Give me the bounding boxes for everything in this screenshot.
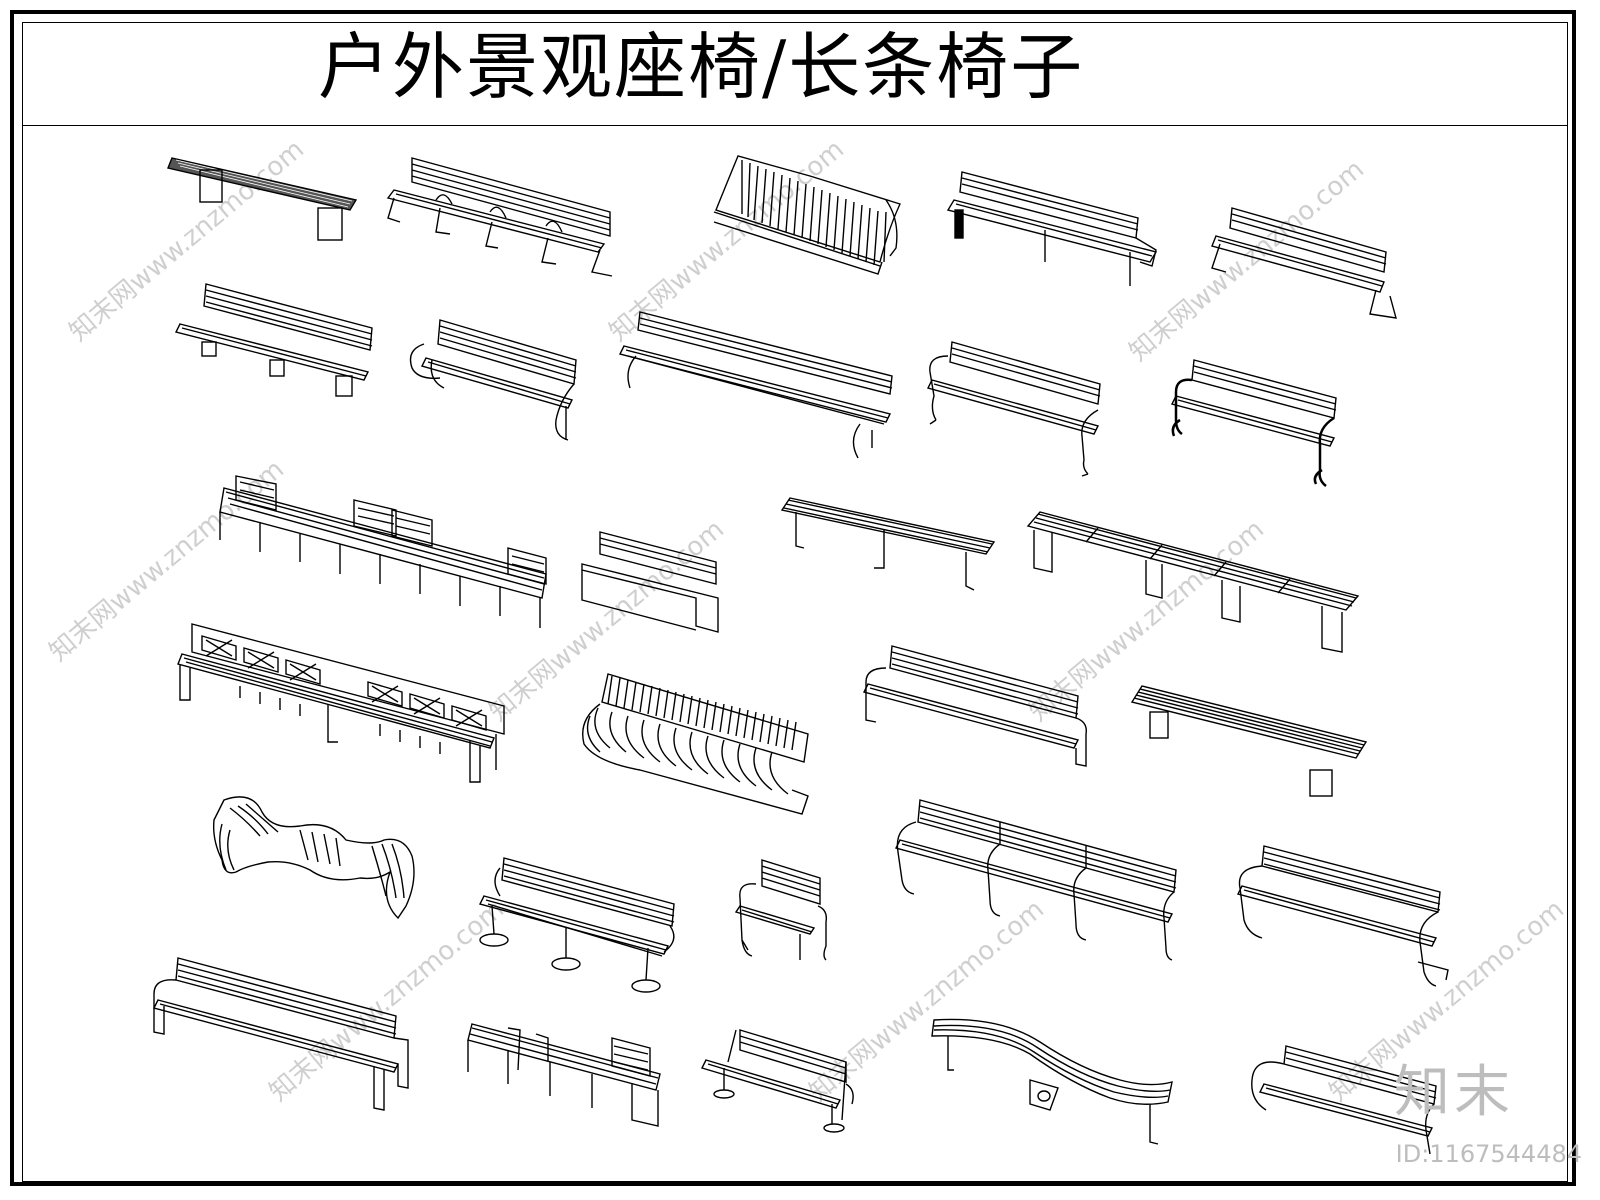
long-bench-curved-dividers xyxy=(386,157,613,277)
classic-armrest-bench xyxy=(926,341,1101,477)
backed-bench-end-legs xyxy=(1211,207,1397,319)
single-armchair xyxy=(734,859,828,961)
box-arm-bench xyxy=(152,957,409,1111)
ornamental-panel-bench xyxy=(177,623,505,783)
flat-slat-bench-concrete-base xyxy=(167,157,358,241)
drawing-title: 户外景观座椅/长条椅子 xyxy=(318,25,1085,109)
post-mounted-bench xyxy=(701,1029,854,1133)
curved-end-bench xyxy=(1251,1045,1437,1155)
flat-slat-bench-block-base xyxy=(1130,685,1368,797)
long-slat-bench xyxy=(618,311,893,459)
serpentine-bench xyxy=(931,1018,1173,1145)
armrest-bench-box-frame xyxy=(862,645,1087,767)
block-base-backed-bench xyxy=(581,531,719,633)
watermark-logo: 知末 xyxy=(1394,1060,1514,1125)
flat-bench-steel-legs xyxy=(780,497,996,591)
long-flat-bench-frame-legs xyxy=(1026,511,1360,653)
drawing-frame xyxy=(22,22,1568,1182)
wave-slat-lounge-bench xyxy=(582,673,809,815)
curved-backed-bench xyxy=(1236,845,1449,987)
drawing-sheet-border xyxy=(10,10,1576,1186)
modular-box-bench xyxy=(467,1023,661,1127)
title-band xyxy=(22,22,1568,126)
cast-iron-armrest-bench xyxy=(1170,359,1337,487)
modular-bench-with-backs xyxy=(219,475,547,628)
long-curved-leg-bench xyxy=(894,799,1177,961)
backed-bench-pedestal-feet xyxy=(174,283,373,397)
image-id-label: ID:1167544484 xyxy=(1395,1140,1582,1168)
scroll-arm-bench xyxy=(409,319,577,441)
long-backed-bench xyxy=(946,171,1158,286)
curved-lattice-double-bench xyxy=(713,155,901,275)
bench-disc-feet xyxy=(478,857,675,993)
sculpted-wave-seat xyxy=(212,796,415,920)
